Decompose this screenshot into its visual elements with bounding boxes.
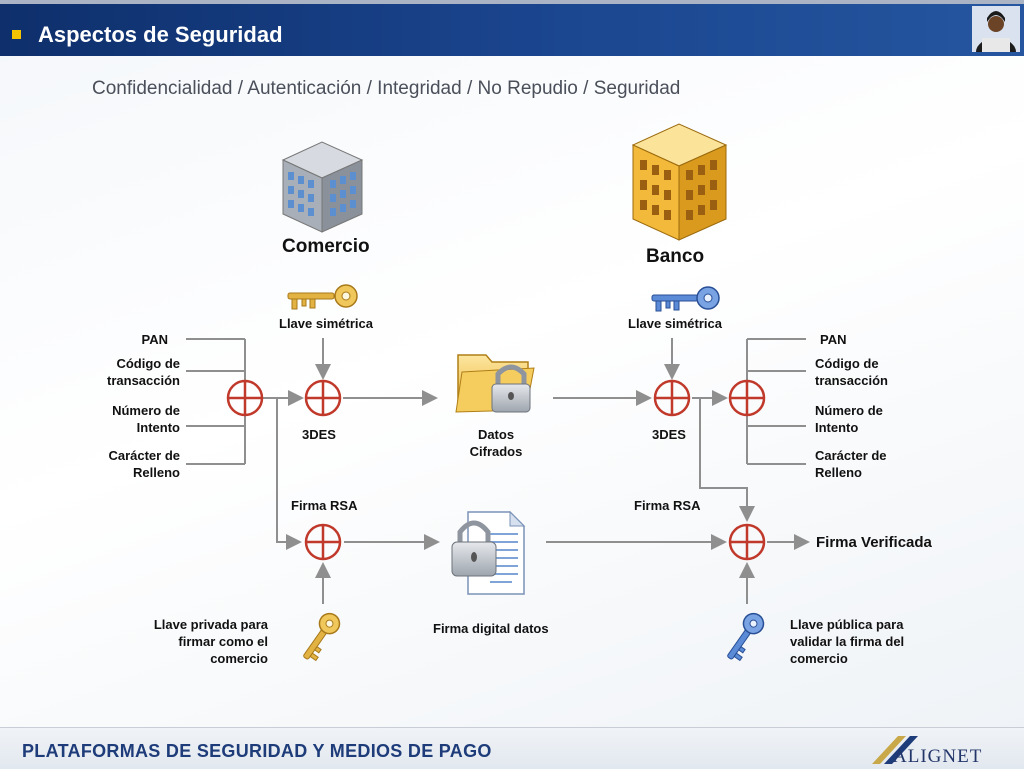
public-key-icon [727, 612, 765, 662]
left-input-attempt-number: Número de Intento [112, 403, 180, 435]
commerce-label: Comercio [282, 236, 370, 257]
title-bullet [12, 30, 21, 39]
rsa-operator-right-icon [728, 523, 766, 561]
symmetric-key-right-icon [651, 286, 720, 312]
signed-document-icon [451, 510, 526, 595]
left-input-padding-char: Carácter de Relleno [108, 448, 180, 480]
page-title: Aspectos de Seguridad [38, 22, 283, 47]
header-bar: Aspectos de Seguridad [0, 0, 1024, 56]
combine-operator-left-icon [226, 379, 264, 417]
left-input-pan: PAN [141, 332, 168, 347]
right-output-transaction-code: Código de transacción [815, 356, 888, 388]
split-operator-right-icon [728, 379, 766, 417]
rsa-right-label: Firma RSA [634, 498, 701, 513]
symmetric-key-left-icon [287, 284, 358, 310]
symmetric-key-right-label: Llave simétrica [628, 316, 722, 331]
subtitle: Confidencialidad / Autenticación / Integ… [92, 78, 681, 99]
private-key-icon [303, 612, 341, 662]
3des-right-label: 3DES [652, 427, 686, 442]
symmetric-key-left-label: Llave simétrica [279, 316, 373, 331]
right-output-padding-char: Carácter de Relleno [815, 448, 887, 480]
rsa-operator-left-icon [304, 523, 342, 561]
public-key-label: Llave pública para validar la firma del … [790, 617, 905, 666]
signature-verified-label: Firma Verificada [816, 534, 932, 551]
alignet-logo-mark-icon [872, 736, 918, 764]
encrypted-folder-icon [455, 354, 535, 413]
private-key-label: Llave privada para firmar como el comerc… [153, 617, 268, 666]
encrypted-data-label: Datos Cifrados [469, 427, 523, 459]
bank-building-icon [631, 123, 728, 241]
footer-bar: PLATAFORMAS DE SEGURIDAD Y MEDIOS DE PAG… [0, 727, 1024, 769]
presenter-avatar-icon [972, 6, 1020, 52]
3des-operator-right-icon [653, 379, 691, 417]
rsa-left-label: Firma RSA [291, 498, 358, 513]
3des-left-label: 3DES [302, 427, 336, 442]
footer-title: PLATAFORMAS DE SEGURIDAD Y MEDIOS DE PAG… [22, 741, 492, 761]
digital-signature-label: Firma digital datos [433, 621, 549, 636]
right-output-attempt-number: Número de Intento [815, 403, 883, 435]
alignet-logo: ALIGNET [893, 746, 983, 767]
left-input-transaction-code: Código de transacción [107, 356, 180, 388]
right-output-pan: PAN [820, 332, 847, 347]
bank-label: Banco [646, 246, 705, 267]
commerce-building-icon [281, 141, 364, 233]
3des-operator-left-icon [304, 379, 342, 417]
